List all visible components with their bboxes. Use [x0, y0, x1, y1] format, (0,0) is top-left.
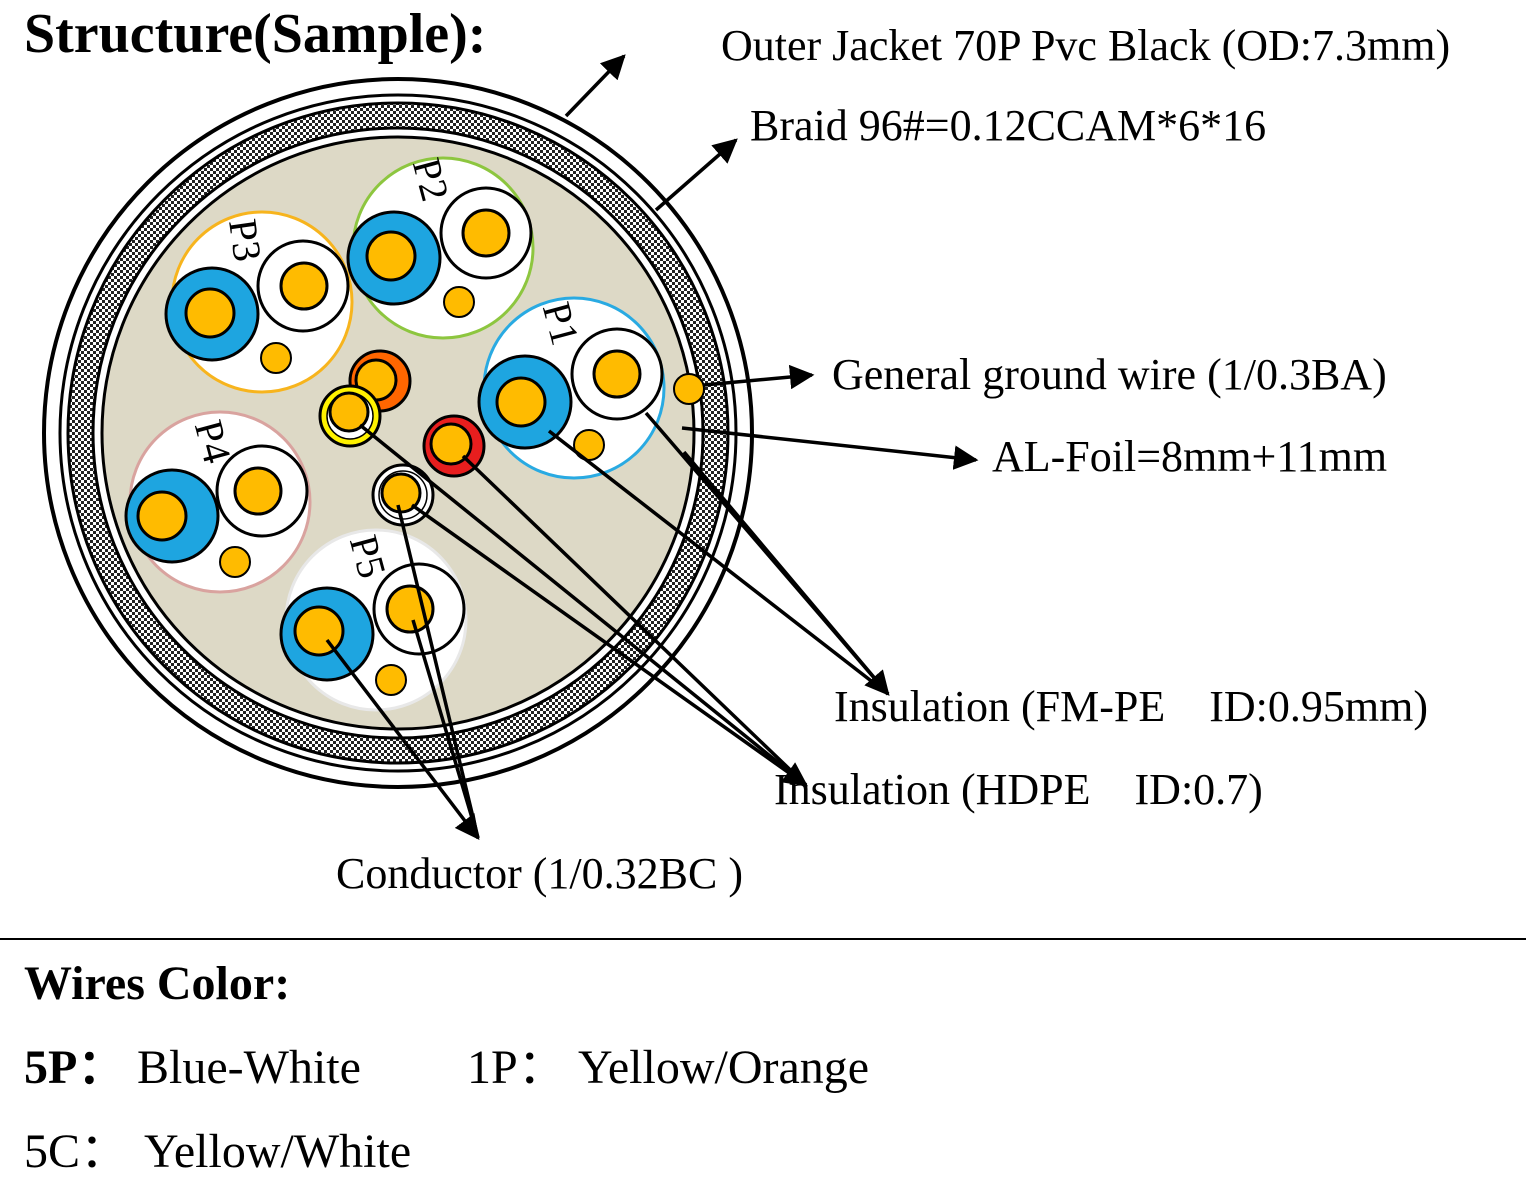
pair-p4: P4: [124, 410, 312, 594]
pair-p1: P1: [477, 296, 666, 480]
pair-p5: P5: [279, 528, 468, 712]
wires-color-heading: Wires Color:: [24, 957, 291, 1010]
leader-outer-jacket: [564, 54, 626, 118]
pair-p2: P2: [346, 153, 535, 340]
p5-blue-conductor: [293, 605, 345, 657]
p1-white-conductor: [592, 349, 642, 399]
leader-conductor-3: [396, 504, 480, 839]
leader-conductor-2: [411, 619, 480, 839]
label-ground-wire: General ground wire (1/0.3BA): [832, 350, 1387, 399]
section-divider: [0, 938, 1526, 940]
label-insulation-fmpe: Insulation (FM-PE ID:0.95mm): [834, 682, 1428, 731]
wires-5p-value: Blue-White: [137, 1041, 361, 1094]
p3-drain: [260, 342, 292, 374]
wires-1p-value: Yellow/Orange: [578, 1041, 870, 1094]
wires-5c-key: 5C：: [24, 1125, 129, 1178]
leader-hdpe-1: [410, 503, 808, 787]
page-title: Structure(Sample):: [24, 3, 487, 65]
label-braid: Braid 96#=0.12CCAM*6*16: [750, 101, 1266, 150]
leader-braid: [654, 138, 738, 212]
leader-hdpe-3: [461, 454, 808, 787]
p4-drain: [219, 546, 251, 578]
ground-wire: [673, 373, 705, 405]
leader-hdpe-2: [358, 423, 808, 787]
leader-ground-wire: [703, 364, 815, 390]
wires-1p-key: 1P：: [467, 1041, 566, 1094]
pair-p3: P3: [164, 210, 354, 394]
label-al-foil: AL-Foil=8mm+11mm: [992, 432, 1387, 481]
wires-5c-value: Yellow/White: [144, 1125, 412, 1178]
p3-label: P3: [220, 216, 270, 264]
wires-5p-key: 5P：: [24, 1041, 126, 1094]
p4-white-conductor: [233, 466, 283, 516]
leader-al-foil: [681, 426, 979, 470]
red-wire-conductor: [429, 422, 473, 466]
p3-blue-conductor: [184, 287, 236, 339]
leader-fmpe-2: [547, 429, 890, 696]
p5-drain: [375, 664, 407, 696]
leader-lines: [325, 54, 979, 840]
p2-drain: [443, 286, 475, 318]
p1-blue-conductor: [495, 376, 547, 428]
leader-conductor-1: [325, 638, 480, 840]
label-outer-jacket: Outer Jacket 70P Pvc Black (OD:7.3mm): [721, 21, 1450, 70]
p4-blue-conductor: [136, 490, 188, 542]
p2-blue-conductor: [365, 230, 417, 282]
yellow-wire-conductor: [328, 391, 370, 433]
leader-fmpe-3: [682, 450, 890, 696]
p2-white-conductor: [461, 208, 511, 258]
center-single-wires: [318, 349, 486, 527]
p3-white-conductor: [279, 261, 329, 311]
label-insulation-hdpe: Insulation (HDPE ID:0.7): [774, 765, 1263, 814]
label-conductor: Conductor (1/0.32BC ): [336, 849, 743, 898]
